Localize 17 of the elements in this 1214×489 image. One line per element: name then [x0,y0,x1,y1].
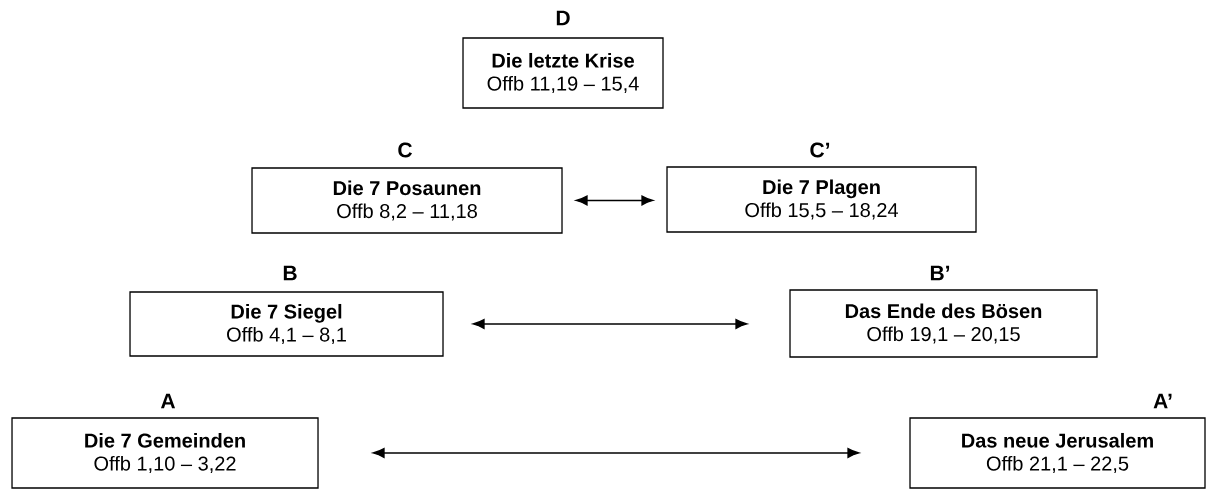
section-letter: B’ [930,265,950,281]
double-arrow [575,195,654,206]
section-letter: C’ [810,142,830,158]
section-box: Das Ende des Bösen Offb 19,1 – 20,15 [789,289,1098,358]
section-letter: A [160,393,176,409]
section-letter: D [556,10,570,26]
section-box: Die 7 Posaunen Offb 8,2 – 11,18 [251,167,563,234]
section-box: Das neue Jerusalem Offb 21,1 – 22,5 [909,417,1206,489]
section-letter: B [283,265,297,281]
section-box: Die 7 Plagen Offb 15,5 – 18,24 [666,166,977,233]
section-letter: A’ [1153,393,1172,409]
section-box: Die 7 Gemeinden Offb 1,10 – 3,22 [11,417,319,489]
double-arrow [472,319,748,329]
section-letter: C [398,142,412,158]
section-box: Die letzte Krise Offb 11,19 – 15,4 [462,37,664,109]
double-arrow [372,448,860,458]
section-box: Die 7 Siegel Offb 4,1 – 8,1 [129,291,444,357]
